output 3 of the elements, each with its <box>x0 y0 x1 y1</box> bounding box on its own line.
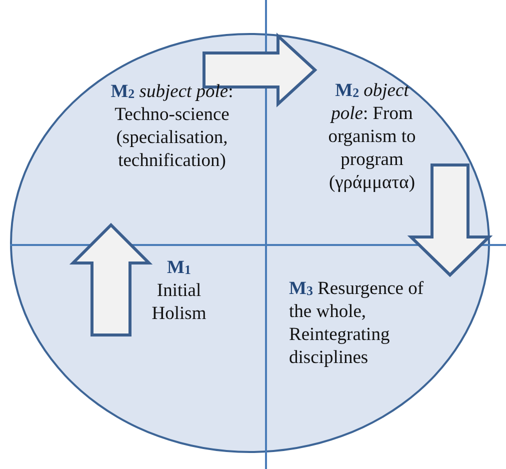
block-arrow <box>69 222 153 336</box>
block-arrow <box>407 164 493 278</box>
block-arrow <box>202 32 318 108</box>
